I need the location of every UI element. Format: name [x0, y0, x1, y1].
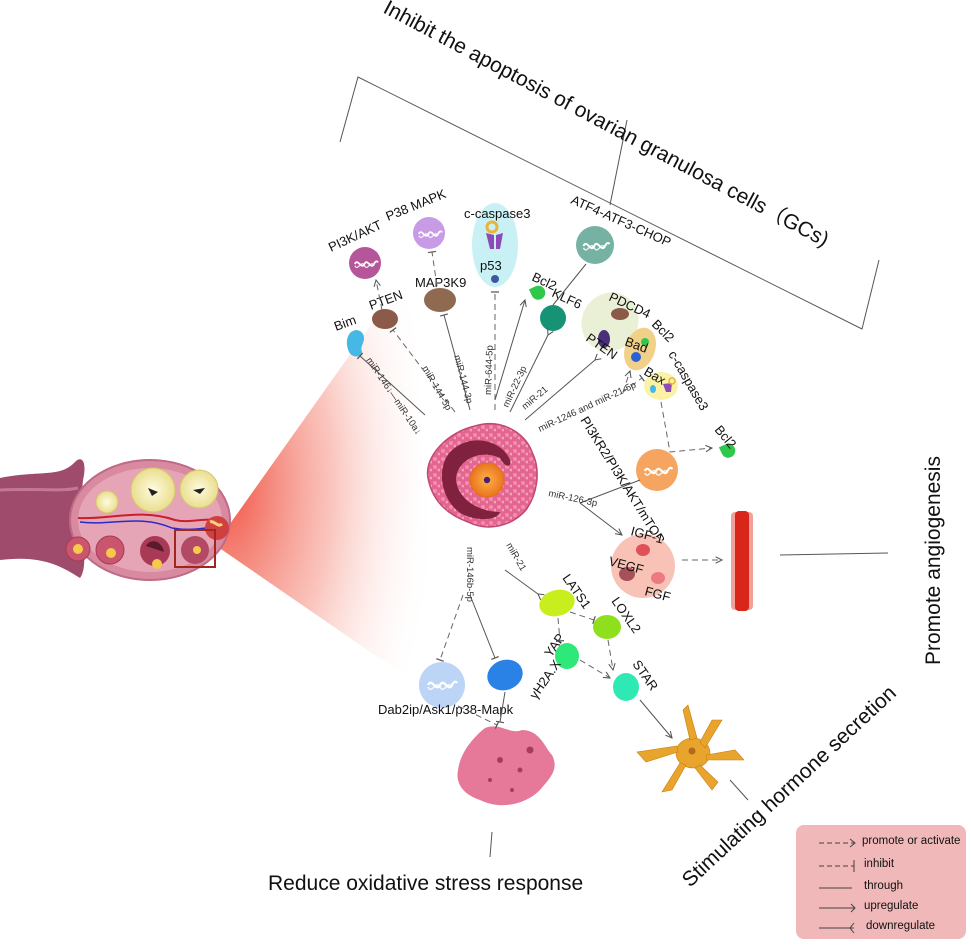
legend: promote or activate inhibit through upre… — [796, 825, 966, 939]
dashed-bar-icon — [819, 860, 855, 872]
title-bracket — [339, 76, 880, 330]
node-yap: YAP — [541, 631, 579, 669]
mirna-label: miR-144-5p — [419, 364, 453, 412]
solid-arrow-icon — [819, 903, 856, 913]
node-loxl2: LOXL2 — [593, 594, 644, 639]
node-map3k9: MAP3K9 — [415, 275, 466, 312]
node-yh2ax: γH2A.X — [487, 657, 564, 702]
svg-text:c-caspase3: c-caspase3 — [464, 206, 530, 221]
node-caspase-p53: c-caspase3 p53 — [464, 203, 530, 287]
node-p38-mapk: P38 MAPK — [384, 186, 449, 249]
svg-text:p53: p53 — [480, 258, 502, 273]
solid-fork-icon — [819, 922, 855, 934]
angiogenesis-connector — [779, 552, 889, 556]
ovary-illustration — [0, 459, 231, 581]
node-dab2ip-ask1-p38: Dab2ip/Ask1/p38-Mapk — [378, 662, 514, 717]
mirna-label: miR-21 — [503, 541, 528, 573]
oxidative-stress-cell — [457, 726, 555, 806]
blood-vessel — [731, 511, 753, 611]
node-bim: Bim — [332, 312, 364, 357]
legend-item: promote or activate — [818, 834, 966, 852]
node-atf4-atf3-chop: ATF4-ATF3-CHOP — [569, 192, 673, 264]
dashed-arrow-icon — [819, 838, 856, 848]
endocrine-cell — [636, 704, 745, 793]
legend-item: through — [818, 879, 966, 897]
mirna-label: miR-146b-5p — [464, 547, 475, 602]
node-klf6: KLF6 — [540, 285, 584, 331]
svg-text:FGF: FGF — [643, 583, 672, 604]
node-igf-vegf-fgf: IGF-1 VEGF FGF — [607, 523, 675, 605]
svg-text:MAP3K9: MAP3K9 — [415, 275, 466, 290]
svg-text:Dab2ip/Ask1/p38-Mapk: Dab2ip/Ask1/p38-Mapk — [378, 702, 514, 717]
magnification-beam — [215, 270, 440, 700]
legend-item: upregulate — [818, 899, 966, 917]
magnified-region-box — [174, 529, 216, 568]
mirna-label: miR-21 — [520, 384, 551, 412]
node-pi3k-akt: PI3K/AKT — [326, 217, 384, 279]
mirna-label: miR-126-3p — [547, 488, 598, 509]
svg-text:Bim: Bim — [332, 312, 358, 334]
angiogenesis-label: Promote angiogenesis — [922, 456, 945, 665]
node-bcl2-c: Bcl2 — [712, 422, 740, 458]
svg-text:P38 MAPK: P38 MAPK — [384, 186, 449, 224]
interaction-lines — [356, 250, 722, 738]
node-star: STAR — [613, 657, 661, 701]
solid-line-icon — [819, 887, 852, 889]
svg-text:Bcl2: Bcl2 — [712, 422, 740, 451]
oxidative-connector — [489, 831, 493, 858]
mirna-label: miR-644-5p — [483, 345, 496, 395]
mirna-label: miR-144-3p — [451, 354, 474, 405]
endocrine-nucleus — [688, 747, 696, 755]
granulosa-cell — [426, 423, 538, 528]
svg-text:γH2A.X: γH2A.X — [526, 657, 564, 702]
legend-item: downregulate — [818, 919, 966, 937]
legend-item: inhibit — [818, 857, 966, 875]
svg-text:PI3K/AKT: PI3K/AKT — [326, 217, 384, 255]
hormone-connector — [729, 779, 749, 801]
svg-text:Bad: Bad — [623, 334, 650, 356]
node-pi3kr2-pathway: PI3KR2/PI3K/AKT/mTOR — [577, 414, 678, 546]
oxidative-label: Reduce oxidative stress response — [268, 872, 583, 895]
node-lats1: LATS1 — [539, 571, 594, 617]
